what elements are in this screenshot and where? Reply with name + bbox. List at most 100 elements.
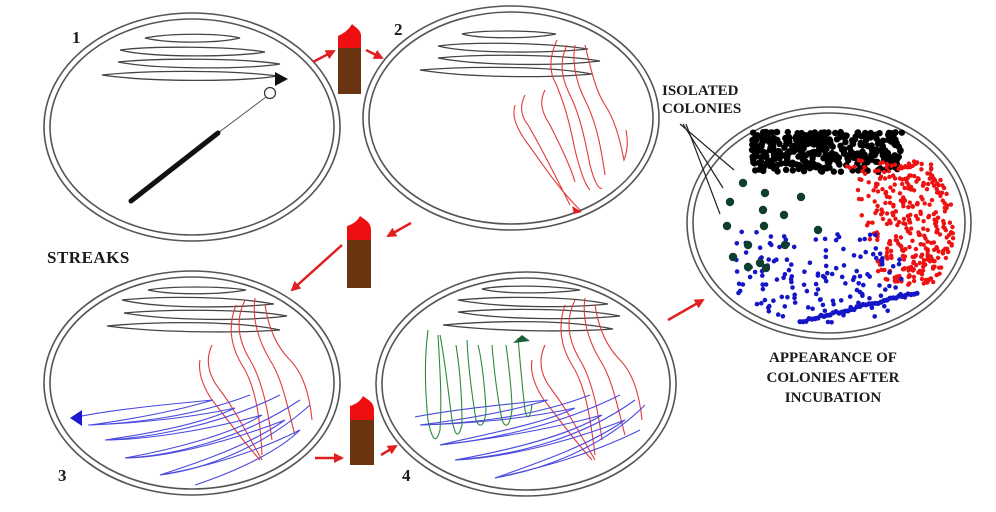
black-colony (868, 145, 875, 152)
plate-3 (43, 270, 341, 496)
red-colony (880, 210, 885, 215)
isolated-label-line2: COLONIES (662, 101, 741, 117)
blue-colony (801, 282, 807, 288)
black-colony (763, 160, 771, 167)
red-colony (884, 221, 890, 227)
blue-colony (829, 320, 834, 325)
isolated-colonies-pointer-lines (679, 123, 735, 215)
black-colony (829, 143, 836, 150)
red-colony (891, 204, 896, 209)
blue-colony (743, 250, 749, 255)
red-colony (925, 227, 930, 233)
flame-icon (350, 396, 374, 420)
isolated-colony (743, 262, 753, 272)
blue-colony (805, 305, 811, 310)
blue-colony (747, 274, 753, 280)
blue-colony (813, 281, 819, 287)
blue-colony (789, 279, 794, 285)
black-colony (882, 147, 889, 154)
black-colony (811, 129, 818, 136)
isolated-colony (758, 205, 768, 215)
black-colony (768, 163, 776, 170)
blue-colony (873, 232, 878, 238)
red-colony (896, 166, 901, 172)
red-colony (873, 169, 878, 174)
black-colony (753, 148, 760, 156)
red-colony (932, 217, 937, 222)
step-label-3: 3 (58, 466, 67, 485)
red-colony (910, 204, 915, 209)
blue-colony (771, 298, 776, 304)
red-colony (887, 195, 892, 200)
red-colony (906, 218, 912, 223)
flame-icon (338, 24, 362, 48)
blue-colony (872, 314, 877, 319)
red-colony (862, 165, 867, 170)
red-colony (870, 220, 875, 225)
blue-colony (781, 234, 787, 239)
black-colony (811, 150, 818, 157)
red-colony (883, 276, 888, 282)
black-colony (876, 130, 883, 137)
blue-colony (899, 276, 904, 282)
blue-colony (762, 297, 768, 303)
red-colony (948, 202, 954, 207)
black-colony (763, 154, 770, 161)
red-colony (911, 159, 917, 164)
blue-colony (736, 290, 741, 296)
red-colony (910, 268, 916, 273)
red-colony (919, 270, 924, 275)
red-colony (892, 162, 898, 167)
red-colony (903, 164, 908, 169)
blue-colony (760, 273, 765, 278)
black-colony (752, 167, 759, 174)
blue-colony (823, 263, 829, 269)
black-colony (820, 155, 827, 162)
red-colony (921, 219, 926, 224)
black-colony (801, 164, 808, 171)
blue-colony (779, 294, 785, 300)
blue-colony (833, 237, 839, 243)
blue-colony (820, 273, 826, 279)
red-colony (893, 237, 898, 243)
blue-colony (785, 294, 790, 300)
red-colony (873, 184, 878, 189)
red-colony (919, 161, 924, 167)
red-colony (901, 195, 906, 200)
blue-colony (763, 282, 769, 287)
red-colony (914, 202, 920, 207)
red-colony (867, 237, 873, 242)
red-colony (928, 162, 934, 167)
red-colony (937, 232, 943, 237)
black-colony (837, 168, 845, 175)
red-colony (940, 198, 945, 203)
red-colony (917, 260, 922, 266)
black-colony (829, 150, 836, 158)
blue-colony (857, 237, 863, 242)
blue-colony (781, 275, 786, 281)
black-colony (864, 159, 871, 166)
red-colony (902, 185, 907, 191)
red-colony (927, 171, 933, 176)
streak-direction-arrow (572, 206, 582, 214)
blue-colony (802, 269, 807, 275)
red-colony (893, 209, 898, 214)
isolated-label-line1: ISOLATED (662, 83, 739, 99)
tertiary-streak (414, 394, 646, 479)
blue-colony (780, 314, 786, 319)
red-colony (941, 248, 946, 253)
red-colony (875, 189, 881, 194)
blue-colony (841, 263, 847, 268)
red-colony (888, 185, 893, 190)
black-colony (845, 157, 852, 164)
black-colony (760, 129, 767, 136)
blue-colony (854, 287, 860, 293)
red-colony (844, 164, 850, 169)
red-colony (932, 264, 937, 269)
red-colony (942, 209, 948, 214)
isolated-colony (813, 225, 823, 235)
red-colony (897, 191, 903, 196)
black-colony (767, 129, 774, 136)
red-colony (891, 188, 896, 193)
red-colony (930, 180, 935, 185)
